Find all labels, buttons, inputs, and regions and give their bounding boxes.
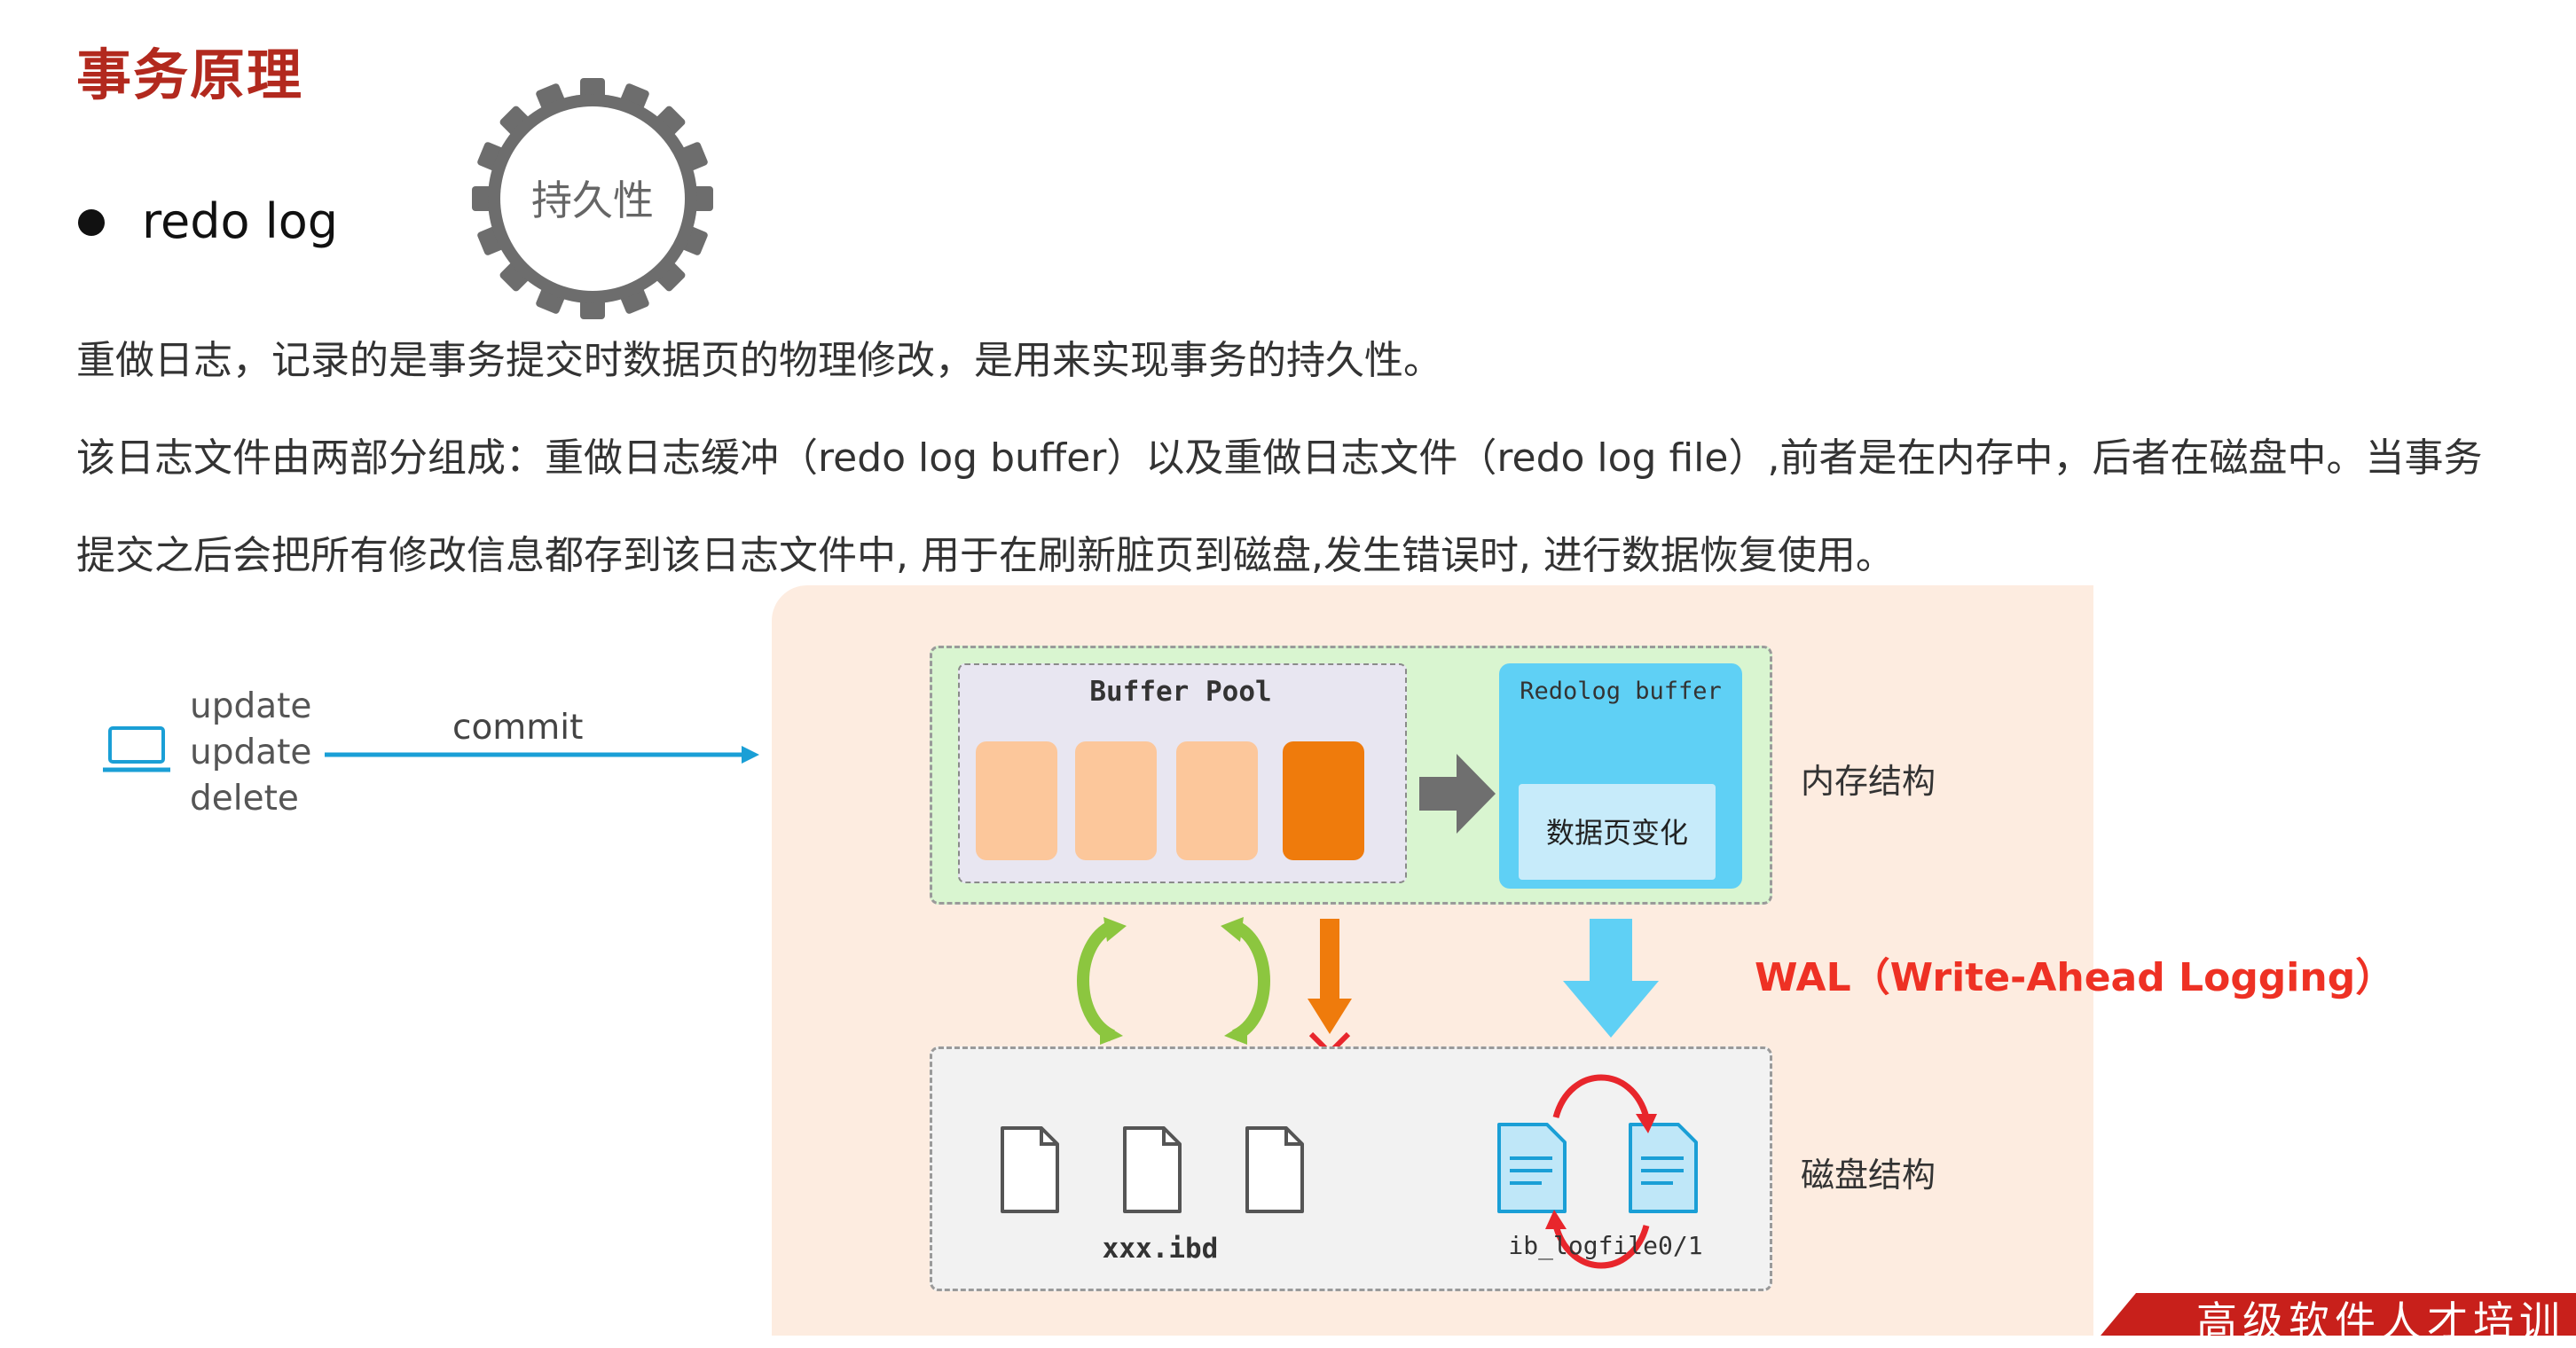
flush-arrow-down-icon (1308, 919, 1352, 1034)
dirty-buffer-page (1283, 741, 1364, 860)
training-banner (2101, 1293, 2576, 1336)
commit-arrow (325, 746, 759, 764)
gear-label-durability: 持久性 (531, 176, 654, 224)
wal-label: WAL（Write-Ahead Logging） (1755, 955, 2395, 1000)
operation-update-2: update (190, 733, 312, 772)
sync-arrow-left-icon (1077, 917, 1127, 1045)
file-icon (1001, 1126, 1059, 1213)
paragraph-usage: 提交之后会把所有修改信息都存到该日志文件中, 用于在刷新脏页到磁盘,发生错误时,… (76, 533, 1895, 578)
write-arrow-down-icon (1563, 919, 1659, 1038)
logfile-label: ib_logfile0/1 (1508, 1231, 1703, 1260)
buffer-page (1176, 741, 1258, 860)
paragraph-components: 该日志文件由两部分组成：重做日志缓冲（redo log buffer）以及重做日… (76, 435, 2483, 481)
operation-update-1: update (190, 686, 312, 726)
cycle-arrows-icon (1545, 1074, 1657, 1269)
disk-structure-label: 磁盘结构 (1801, 1156, 1936, 1195)
commit-label: commit (452, 708, 584, 748)
buffer-page (976, 741, 1057, 860)
page-change-box (1519, 784, 1716, 880)
bullet-dot (78, 209, 105, 236)
ibd-file-label: xxx.ibd (1102, 1233, 1219, 1265)
redolog-buffer-title: Redolog buffer (1520, 678, 1722, 705)
page-title: 事务原理 (76, 43, 304, 107)
buffer-pool-title: Buffer Pool (1089, 676, 1272, 708)
file-icon (1123, 1126, 1182, 1213)
sync-arrow-right-icon (1221, 917, 1270, 1045)
arrow-right-icon (1419, 754, 1496, 834)
laptop-icon (103, 726, 170, 772)
bullet-redo-log: redo log (142, 193, 339, 249)
memory-structure-label: 内存结构 (1801, 762, 1936, 801)
paragraph-definition: 重做日志，记录的是事务提交时数据页的物理修改，是用来实现事务的持久性。 (76, 338, 1442, 383)
operation-delete: delete (190, 779, 299, 819)
file-icon (1245, 1126, 1304, 1213)
logfile-0-icon (1497, 1123, 1567, 1213)
buffer-page (1075, 741, 1157, 860)
banner-text: 高级软件人才培训 (2196, 1297, 2565, 1345)
page-change-label: 数据页变化 (1545, 816, 1688, 850)
logfile-1-icon (1629, 1123, 1698, 1213)
gear-icon (472, 78, 713, 319)
